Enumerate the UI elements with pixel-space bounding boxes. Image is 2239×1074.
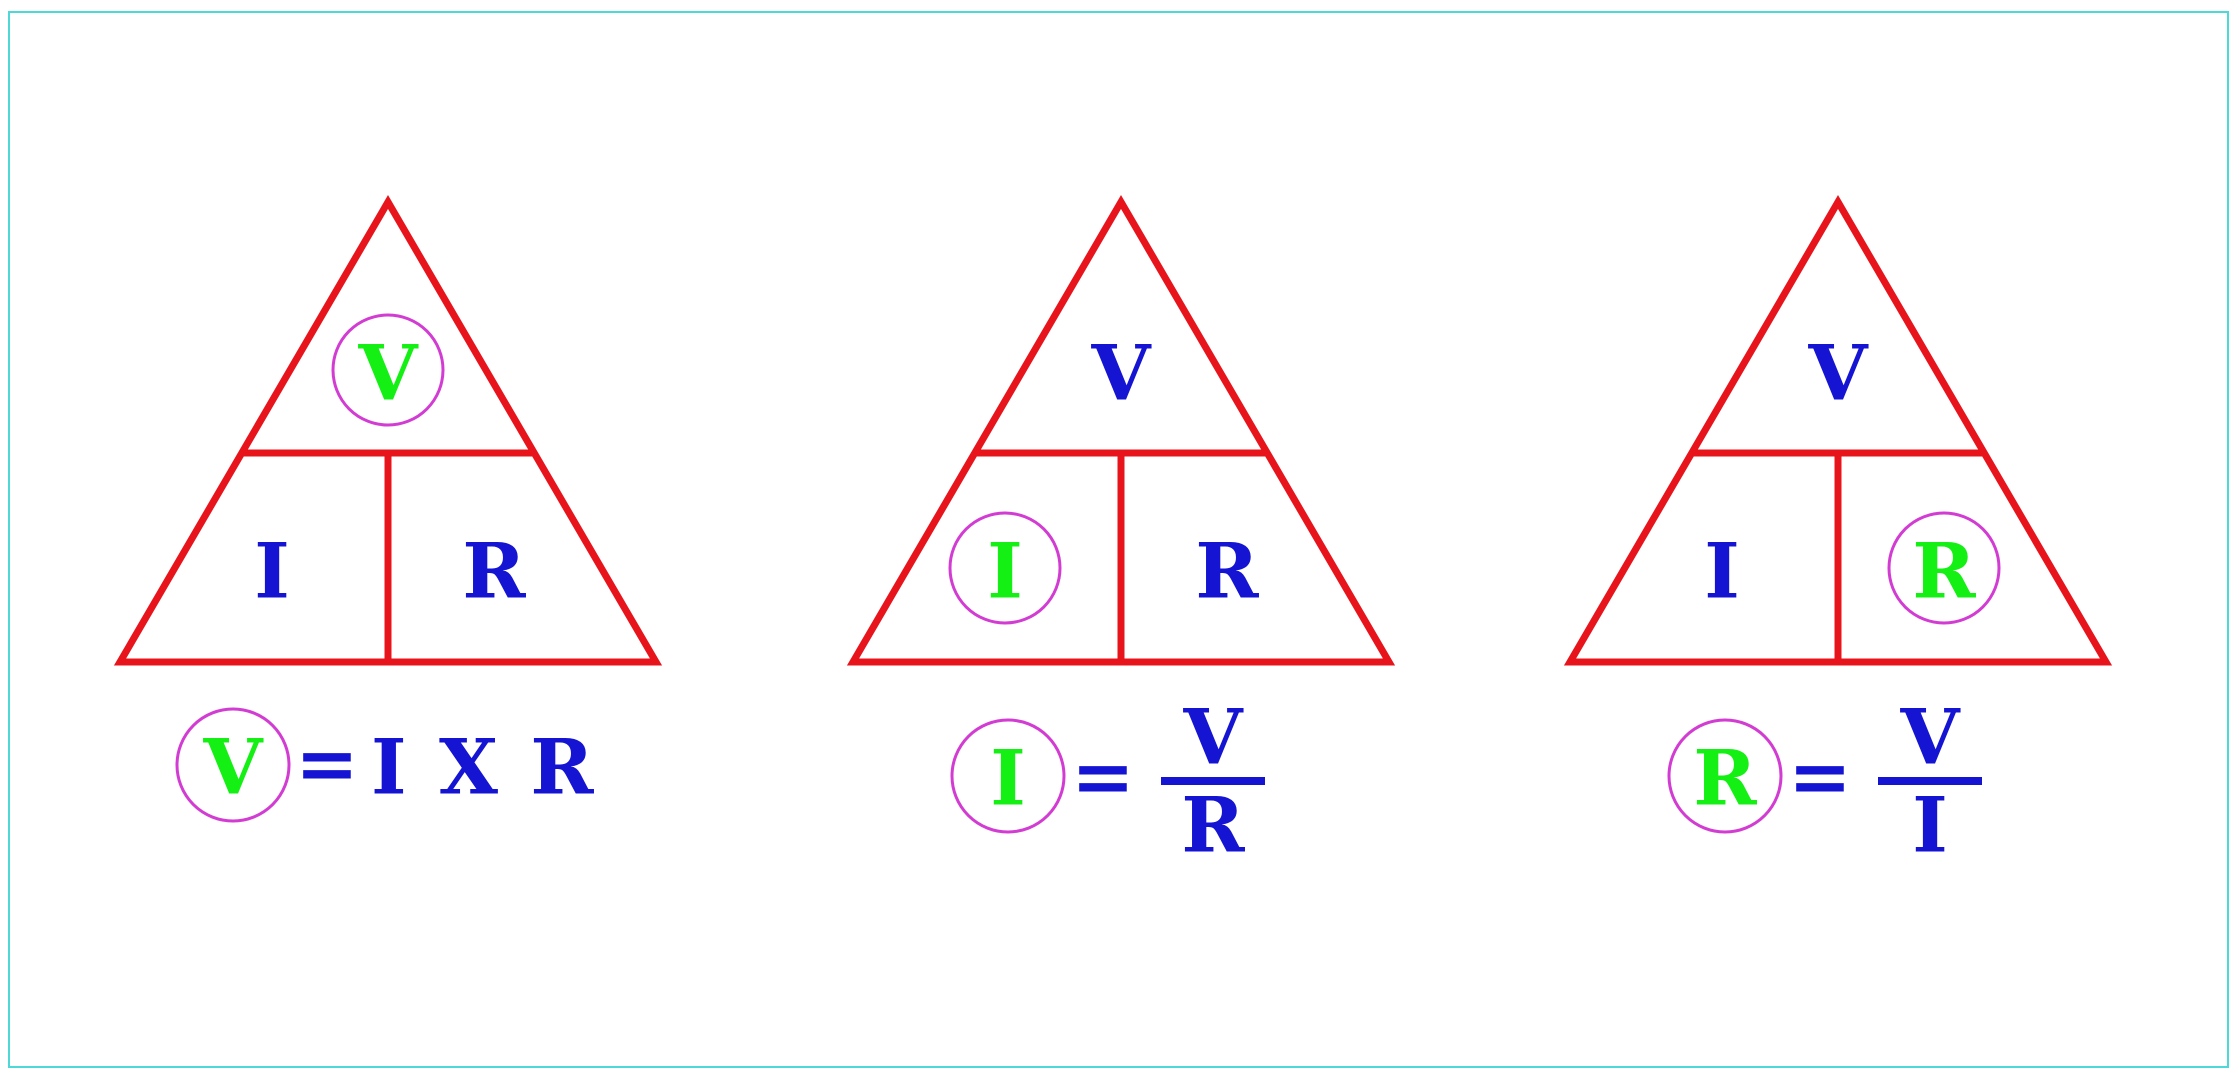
formula-subject: I	[990, 734, 1026, 823]
formula-subject: V	[203, 723, 265, 812]
ohms-law-triangle-3: V I R	[1563, 195, 2113, 666]
formula-numerator: V	[1183, 693, 1245, 782]
formula-3: R = VI	[1667, 693, 1982, 870]
formula-highlight-circle	[1667, 718, 1783, 834]
formula-equals: =	[1788, 732, 1852, 821]
highlight-circle-top	[331, 313, 445, 427]
triangle-cell-left: I	[987, 527, 1023, 616]
formula-highlight-circle	[175, 707, 291, 823]
diagram-frame	[8, 11, 2229, 1068]
triangle-cell-right: R	[1912, 527, 1976, 616]
highlight-circle-right	[1887, 511, 2001, 625]
formula-2: I = VR	[950, 693, 1265, 870]
formula-highlight-circle	[950, 718, 1066, 834]
formula-denominator: I	[1912, 781, 1948, 870]
formula-rhs: I X R	[371, 723, 594, 812]
triangle-cell-left: I	[254, 527, 290, 616]
formula-subject: R	[1693, 734, 1757, 823]
formula-1: V =I X R	[175, 707, 594, 823]
highlight-circle-left	[948, 511, 1062, 625]
formula-equals: =	[1071, 732, 1135, 821]
triangle-cell-right: R	[462, 527, 526, 616]
ohms-law-triangle-2: V I R	[846, 195, 1396, 666]
triangle-cell-right: R	[1195, 527, 1259, 616]
formula-equals: =	[295, 719, 359, 808]
triangle-cell-top: V	[1091, 329, 1153, 418]
triangle-cell-top: V	[1808, 329, 1870, 418]
triangle-cell-top: V	[358, 329, 420, 418]
formula-numerator: V	[1900, 693, 1962, 782]
triangle-cell-left: I	[1704, 527, 1740, 616]
formula-denominator: R	[1181, 781, 1245, 870]
ohms-law-triangle-1: V I R	[113, 195, 663, 666]
